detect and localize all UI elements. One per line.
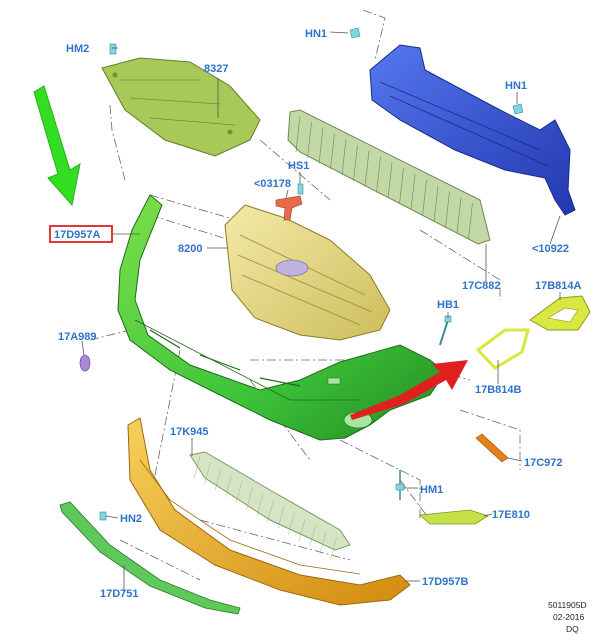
footer: 5011905D 02-2016 DQ <box>548 600 587 634</box>
label-hn1-top: HN1 <box>305 28 327 40</box>
label-hm2-top: HM2 <box>66 43 89 55</box>
label-17d751: 17D751 <box>100 588 139 600</box>
label-17k945: 17K945 <box>170 426 209 438</box>
fog-bezel-17b814b <box>475 328 530 370</box>
lower-grille-17k945 <box>189 451 351 560</box>
bracket-03178 <box>275 195 303 221</box>
clip-hm1 <box>395 470 405 500</box>
impact-beam-10922 <box>369 44 576 216</box>
clip-hn2 <box>99 511 107 521</box>
label-hn2: HN2 <box>120 513 142 525</box>
grille-8200 <box>224 204 391 341</box>
label-17a989: 17A989 <box>58 331 97 343</box>
label-8327: 8327 <box>204 63 228 75</box>
lower-valance-17d957b <box>127 417 411 606</box>
cap-17a989 <box>79 354 91 372</box>
label-hs1: HS1 <box>288 160 309 172</box>
highlight-box <box>49 225 113 243</box>
label-17d957a: 17D957A <box>54 229 101 241</box>
bolt-hb1 <box>439 315 452 346</box>
label-8200: 8200 <box>178 243 202 255</box>
clip-hn1-right <box>512 103 524 115</box>
label-17b814a: 17B814A <box>535 280 582 292</box>
energy-absorber-17c882 <box>287 109 491 245</box>
fog-bezel-17b814a <box>529 295 591 331</box>
clip-hn1-top <box>349 27 361 39</box>
clip-hm2-top <box>109 43 117 55</box>
label-17c882: 17C882 <box>462 280 501 292</box>
label-17b814b: 17B814B <box>475 384 522 396</box>
footer-initials: DQ <box>566 624 579 634</box>
deflector-shield-8327 <box>101 57 261 157</box>
bracket-17c972 <box>475 433 509 463</box>
screw-hs1 <box>297 183 304 195</box>
label-17e810: 17E810 <box>492 509 530 521</box>
footer-date: 02-2016 <box>553 612 584 622</box>
lower-strip-17d751 <box>59 501 241 615</box>
leader-lines <box>81 31 561 592</box>
label-17d957b: 17D957B <box>422 576 469 588</box>
label-17c972: 17C972 <box>524 457 563 469</box>
trim-17e810 <box>419 509 489 525</box>
green-pointer-arrow <box>33 85 81 207</box>
footer-code: 5011905D <box>548 600 587 610</box>
label-10922: <10922 <box>532 243 569 255</box>
callout-labels: HM2 8327 HN1 HN1 HS1 <03178 17D957A 8200… <box>54 28 582 600</box>
label-03178: <03178 <box>254 178 291 190</box>
label-hn1-right: HN1 <box>505 80 527 92</box>
red-pointer-arrow <box>350 360 468 420</box>
label-hm1: HM1 <box>420 484 443 496</box>
label-hb1: HB1 <box>437 299 459 311</box>
